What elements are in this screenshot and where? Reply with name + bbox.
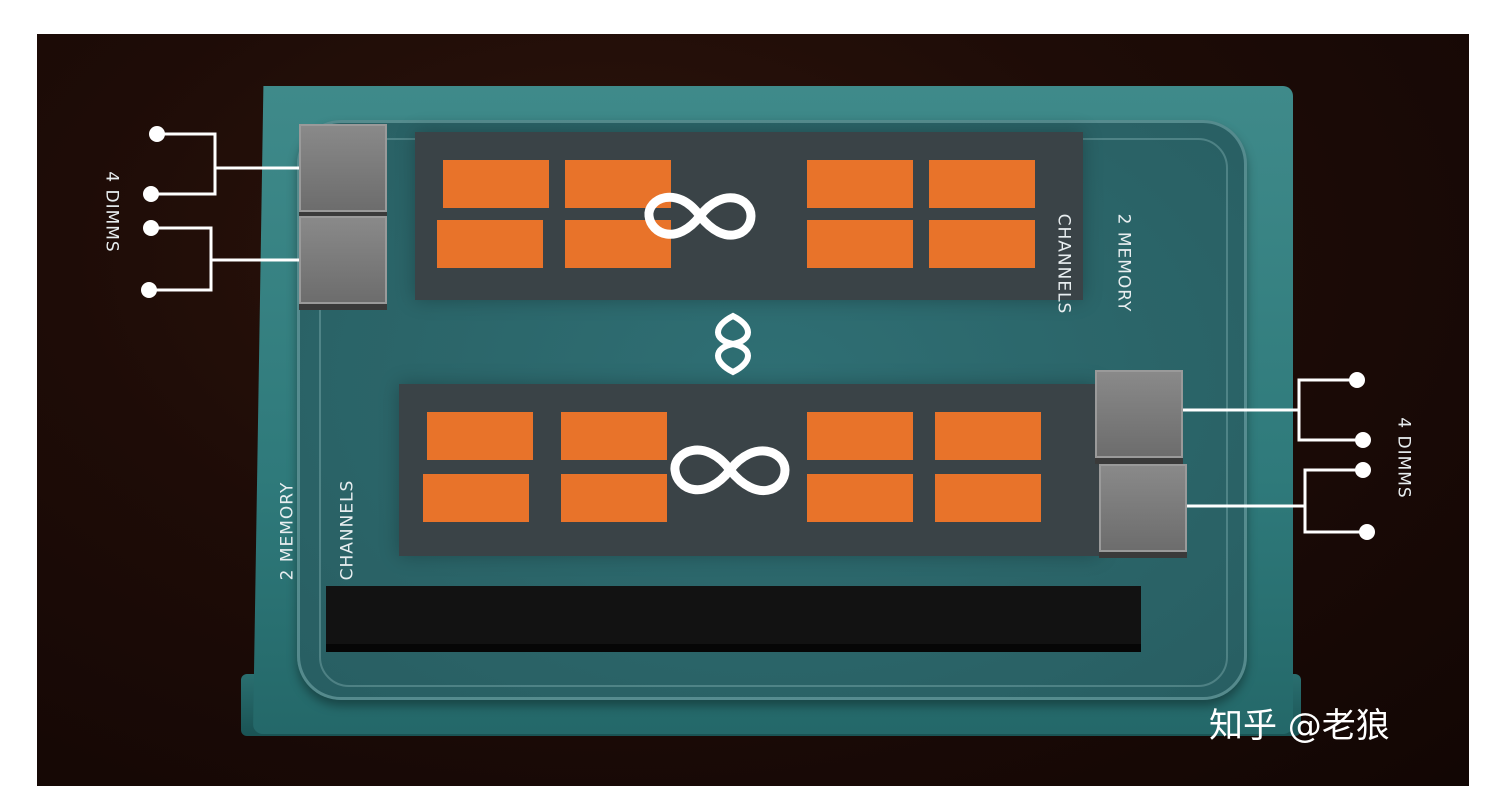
core-block <box>807 474 913 522</box>
io-strip <box>326 586 1141 644</box>
dimm-dot <box>143 186 159 202</box>
diagram-frame: 4 DIMMS 2 MEMORY CHANNELS 2 MEMORY CHANN… <box>37 34 1469 786</box>
bottom-memory-channels-line2: CHANNELS <box>337 479 358 581</box>
memory-controller-top-left-2 <box>299 216 387 304</box>
watermark-text: 知乎 @老狼 <box>1209 706 1390 746</box>
infinity-fabric-icon-vertical <box>715 312 751 376</box>
dimm-dot <box>149 126 165 142</box>
core-block <box>935 412 1041 460</box>
dimm-connector-lines-right <box>1183 378 1367 534</box>
bottom-memory-channels-label: 2 MEMORY CHANNELS <box>237 480 397 581</box>
left-dimms-label: 4 DIMMS <box>101 171 122 253</box>
core-block <box>807 412 913 460</box>
core-block <box>443 160 549 208</box>
dimm-dot <box>1359 524 1375 540</box>
memory-controller-bottom-right-1 <box>1095 370 1183 458</box>
core-block <box>561 474 667 522</box>
core-block <box>807 160 913 208</box>
top-memory-channels-line2: CHANNELS <box>1053 213 1074 315</box>
infinity-fabric-icon-bottom <box>670 445 790 495</box>
cpu-die-bottom <box>399 384 1099 556</box>
dimm-dots-left <box>141 126 165 298</box>
core-block <box>929 220 1035 268</box>
memory-controller-bottom-right-2 <box>1099 464 1187 552</box>
dimm-dot <box>1349 372 1365 388</box>
infinity-fabric-icon-top <box>644 192 756 240</box>
top-memory-channels-label: 2 MEMORY CHANNELS <box>1013 214 1173 315</box>
dimm-connector-lines-left <box>149 132 299 292</box>
core-block <box>935 474 1041 522</box>
dimm-dot <box>1355 432 1371 448</box>
core-block <box>437 220 543 268</box>
right-dimms-label: 4 DIMMS <box>1393 417 1414 499</box>
bottom-memory-channels-line1: 2 MEMORY <box>277 481 298 581</box>
core-block <box>561 412 667 460</box>
connector-overlay <box>141 126 1375 540</box>
core-block <box>807 220 913 268</box>
dimm-dot <box>141 282 157 298</box>
top-memory-channels-line1: 2 MEMORY <box>1113 213 1134 313</box>
dimm-dot <box>143 220 159 236</box>
dimm-dot <box>1355 462 1371 478</box>
core-block <box>929 160 1035 208</box>
dimm-dots-right <box>1349 372 1375 540</box>
core-block <box>427 412 533 460</box>
memory-controller-top-left-1 <box>299 124 387 212</box>
core-block <box>423 474 529 522</box>
